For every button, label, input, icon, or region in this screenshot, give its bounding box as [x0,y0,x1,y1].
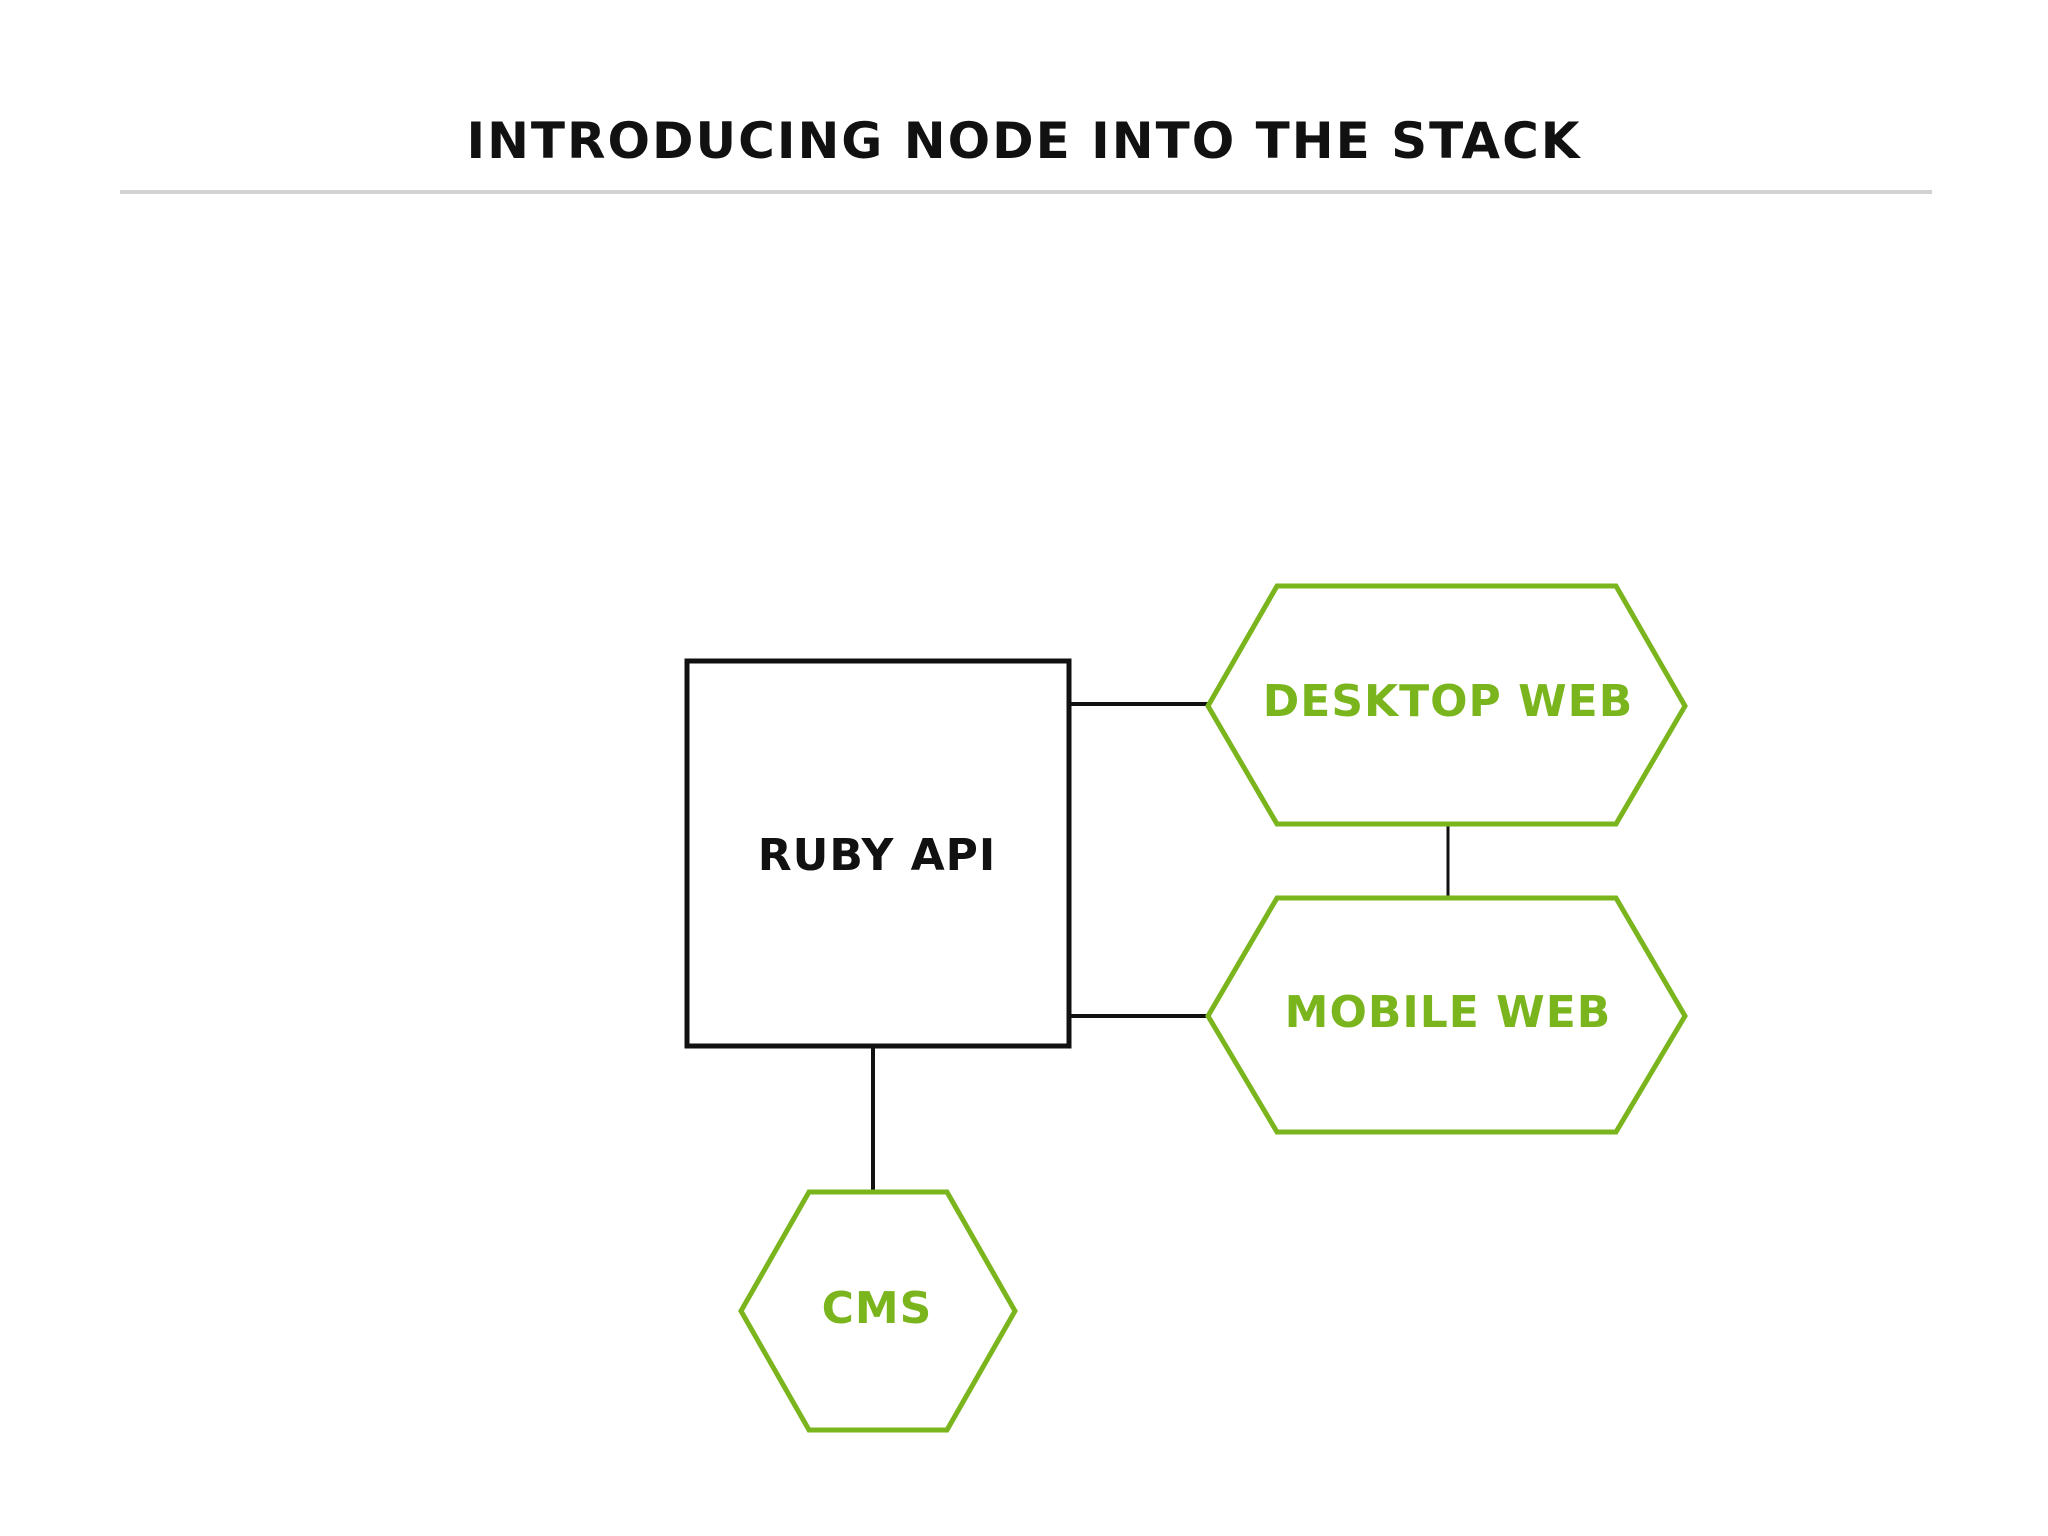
cms-hexagon [738,1189,1018,1433]
title-divider [120,190,1932,194]
node-ruby-api: RUBY API [684,658,1072,1049]
node-cms: CMS [738,1189,1018,1433]
cms-label: CMS [822,1283,933,1334]
desktop-web-hexagon [1205,583,1688,827]
mobile-web-label: MOBILE WEB [1285,987,1612,1038]
node-desktop-web: DESKTOP WEB [1205,583,1688,827]
mobile-web-hexagon [1205,895,1688,1135]
desktop-web-label: DESKTOP WEB [1263,676,1633,727]
ruby-api-box [684,658,1072,1049]
ruby-api-label: RUBY API [758,830,997,881]
page-title: INTRODUCING NODE INTO THE STACK [466,112,1582,170]
node-mobile-web: MOBILE WEB [1205,895,1688,1135]
